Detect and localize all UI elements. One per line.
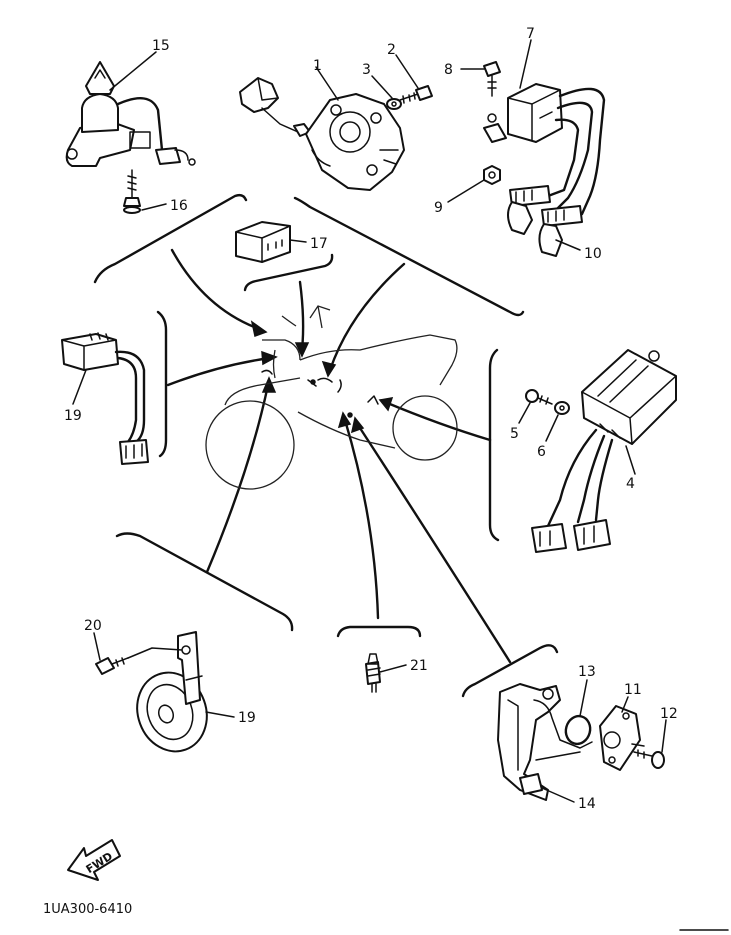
callout-labels: 1 2 3 4 5 6 7 8 9 10 11 12 13 14 15 16 1… bbox=[64, 26, 678, 812]
callout-1: 1 bbox=[313, 58, 322, 74]
pickup-bracket bbox=[497, 683, 593, 801]
callout-6: 6 bbox=[537, 444, 546, 460]
washer-6-hole bbox=[559, 405, 565, 411]
sub-lead-harness bbox=[61, 332, 149, 465]
pump-assembly bbox=[239, 77, 405, 191]
callout-8: 8 bbox=[444, 62, 453, 78]
callout-17: 17 bbox=[310, 236, 328, 252]
washer-3 bbox=[386, 98, 402, 110]
callout-3: 3 bbox=[362, 62, 371, 78]
callout-11: 11 bbox=[624, 682, 642, 698]
group-brackets bbox=[93, 193, 559, 698]
location-arrows bbox=[166, 248, 512, 664]
igniter-unit bbox=[531, 349, 677, 553]
callout-2: 2 bbox=[387, 42, 396, 58]
callout-15: 15 bbox=[152, 38, 170, 54]
nut-9 bbox=[483, 165, 501, 185]
ignition-coil bbox=[483, 83, 606, 257]
callout-5: 5 bbox=[510, 426, 519, 442]
horn bbox=[136, 631, 208, 753]
pickup-coil bbox=[599, 705, 645, 771]
bolt-2 bbox=[399, 85, 433, 104]
callout-7: 7 bbox=[526, 26, 535, 42]
sensor-switch bbox=[365, 653, 381, 693]
callout-19-harness: 19 bbox=[64, 408, 82, 424]
callout-10: 10 bbox=[584, 246, 602, 262]
callout-9: 9 bbox=[434, 200, 443, 216]
callout-20: 20 bbox=[84, 618, 102, 634]
washer-3-hole bbox=[391, 101, 397, 107]
o-ring-13 bbox=[564, 714, 592, 746]
leader-lines bbox=[72, 39, 667, 803]
screw-16 bbox=[123, 169, 141, 214]
washer-6 bbox=[554, 401, 570, 415]
drawing-code: 1UA300-6410 bbox=[43, 902, 132, 917]
callout-21: 21 bbox=[410, 658, 428, 674]
screw-5 bbox=[525, 389, 553, 405]
screw-12 bbox=[633, 749, 665, 769]
callout-4: 4 bbox=[626, 476, 635, 492]
callout-19-horn: 19 bbox=[238, 710, 256, 726]
callout-12: 12 bbox=[660, 706, 678, 722]
motorcycle-outline bbox=[205, 305, 458, 490]
callout-14: 14 bbox=[578, 796, 596, 812]
main-switch bbox=[65, 61, 196, 167]
bolt-8 bbox=[483, 61, 501, 123]
bolt-20 bbox=[95, 647, 183, 675]
relay bbox=[235, 221, 291, 263]
callout-16: 16 bbox=[170, 198, 188, 214]
forward-arrow: FWD bbox=[67, 839, 121, 881]
callout-13: 13 bbox=[578, 664, 596, 680]
